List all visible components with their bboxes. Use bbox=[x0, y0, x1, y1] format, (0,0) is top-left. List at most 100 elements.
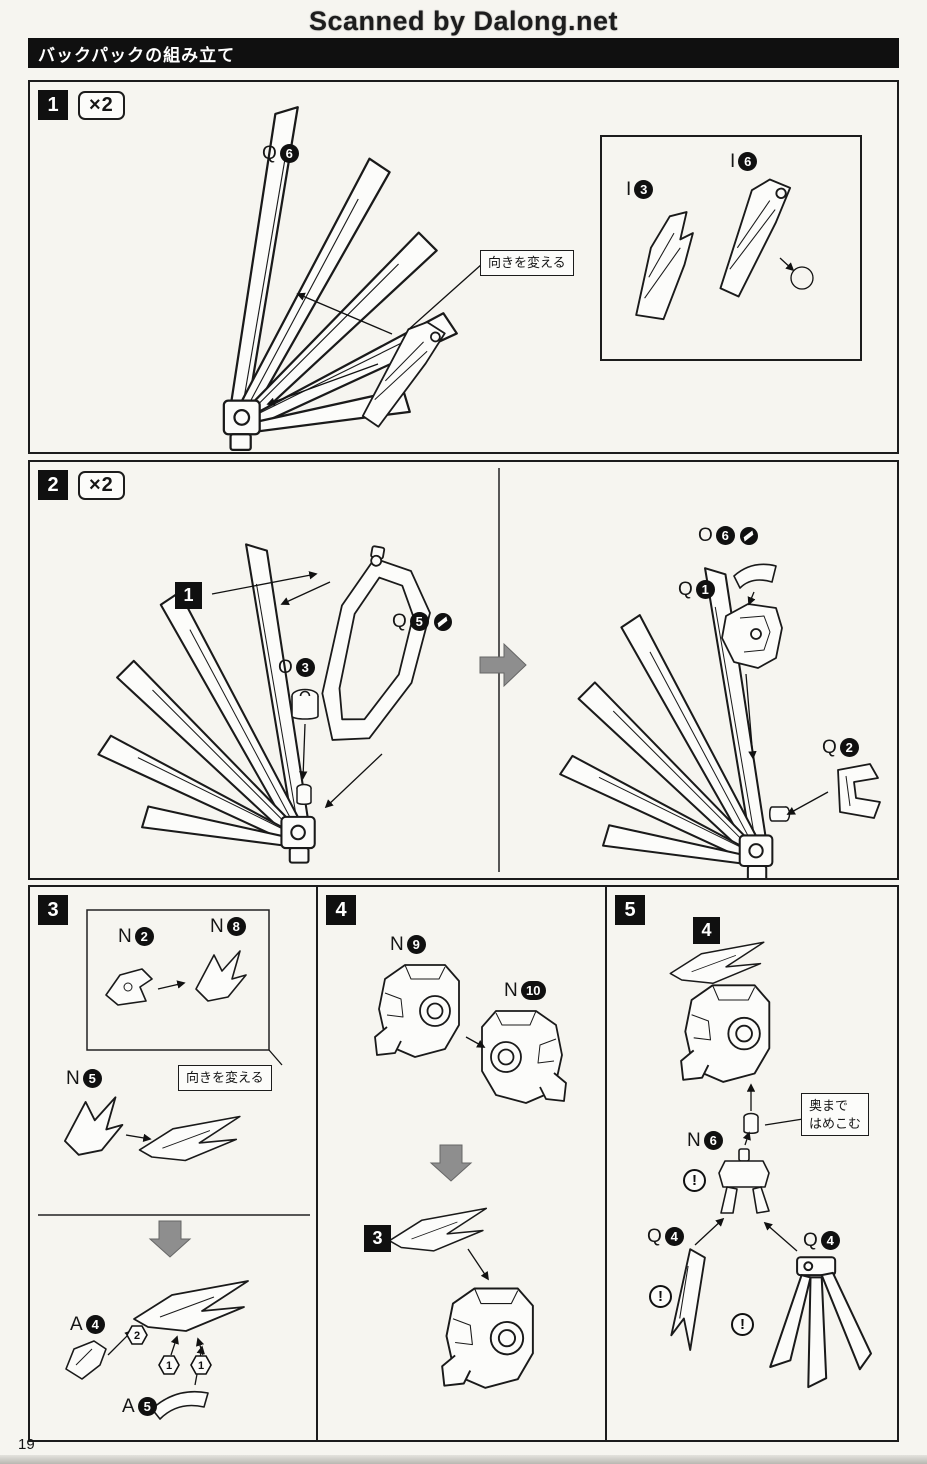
part-number: 5 bbox=[82, 1069, 102, 1088]
part-letter: Q bbox=[262, 143, 277, 164]
step-ref-badge-1: 1 bbox=[175, 582, 202, 609]
hub-peg-right-drawing bbox=[769, 806, 791, 822]
progress-arrow bbox=[429, 1144, 473, 1182]
subassembly-frame bbox=[86, 909, 270, 1051]
order-hexagon-1b: 1 bbox=[190, 1355, 212, 1375]
progress-arrow bbox=[479, 642, 527, 688]
step1-callout: 向きを変える bbox=[480, 250, 574, 276]
inset-part-i6-drawing bbox=[718, 174, 792, 302]
part-n10-drawing bbox=[481, 1010, 567, 1104]
svg-text:1: 1 bbox=[198, 1360, 204, 1372]
page-number: 19 bbox=[18, 1436, 35, 1453]
part-number: 5 bbox=[137, 1397, 157, 1416]
wing-left-drawing bbox=[97, 543, 316, 864]
assembly-arrows bbox=[211, 571, 829, 815]
assembly-arrows bbox=[694, 1083, 804, 1252]
section-title-bar: バックパックの組み立て bbox=[28, 38, 899, 68]
part-letter: N bbox=[210, 916, 224, 937]
step3-badge: 3 bbox=[38, 895, 68, 925]
part-letter: Q bbox=[822, 737, 837, 758]
part-q4-left-drawing bbox=[670, 1248, 706, 1351]
scan-edge bbox=[0, 1455, 927, 1464]
part-letter: N bbox=[687, 1130, 701, 1151]
assembly-arrows bbox=[107, 980, 283, 1386]
part-n8-drawing bbox=[195, 950, 247, 1002]
part-letter: N bbox=[66, 1068, 80, 1089]
step5-callout: 奥まで はめこむ bbox=[801, 1093, 870, 1137]
part-number: 10 bbox=[520, 981, 546, 1000]
part-number: 3 bbox=[295, 658, 315, 677]
part-letter: N bbox=[504, 980, 518, 1001]
crest-subassembly-drawing bbox=[138, 1115, 241, 1162]
step1-illustration bbox=[222, 106, 814, 452]
connector-o3-drawing bbox=[291, 688, 319, 720]
part-letter: I bbox=[730, 151, 736, 172]
part-letter: A bbox=[122, 1396, 135, 1417]
part-number: 6 bbox=[703, 1131, 723, 1150]
step5-badge: 5 bbox=[615, 895, 645, 925]
assembly-arrows bbox=[465, 1036, 489, 1281]
callout-line-1: 奥まで bbox=[809, 1098, 849, 1113]
callout-line-2: はめこむ bbox=[809, 1115, 862, 1131]
part-q4-right-drawing bbox=[769, 1256, 873, 1389]
part-n2-drawing bbox=[105, 968, 153, 1006]
part-letter: Q bbox=[392, 611, 407, 632]
part-number: 4 bbox=[85, 1315, 105, 1334]
order-hexagon-1a: 1 bbox=[158, 1355, 180, 1375]
step4-illustration bbox=[374, 964, 567, 1389]
section-title: バックパックの組み立て bbox=[38, 45, 236, 65]
part-letter: O bbox=[278, 657, 293, 678]
part-number: 6 bbox=[279, 144, 299, 163]
gate-mark-icon bbox=[433, 612, 452, 631]
scan-watermark: Scanned by Dalong.net bbox=[308, 6, 619, 36]
crest-assembly-drawing bbox=[133, 1280, 249, 1332]
gate-mark-icon bbox=[739, 526, 758, 545]
part-a5-drawing bbox=[151, 1390, 209, 1420]
frame-q5-drawing bbox=[313, 540, 441, 754]
part-letter: Q bbox=[647, 1226, 662, 1247]
part-letter: Q bbox=[803, 1230, 818, 1251]
part-letter: O bbox=[698, 525, 713, 546]
step2-illustration bbox=[97, 468, 881, 878]
part-n9-drawing bbox=[374, 964, 460, 1058]
part-letter: A bbox=[70, 1314, 83, 1335]
step-ref-badge-3: 3 bbox=[364, 1225, 391, 1252]
part-a4-drawing bbox=[65, 1340, 107, 1380]
part-letter: Q bbox=[678, 579, 693, 600]
part-number: 4 bbox=[820, 1231, 840, 1250]
step2-badge: 2 bbox=[38, 470, 68, 500]
assembly-arrows bbox=[266, 257, 814, 406]
progress-arrow bbox=[148, 1220, 192, 1258]
wing-panel-drawing bbox=[360, 311, 448, 439]
crest-ref-drawing bbox=[388, 1207, 488, 1252]
result-block-drawing bbox=[441, 1287, 534, 1389]
warning-icon: ! bbox=[683, 1169, 706, 1192]
part-number: 4 bbox=[664, 1227, 684, 1246]
joint-peg-drawing bbox=[743, 1112, 759, 1134]
part-number: 2 bbox=[134, 927, 154, 946]
backpack-wing-drawing bbox=[222, 106, 458, 452]
part-n6-drawing bbox=[718, 1148, 770, 1214]
hub-peg-drawing bbox=[296, 783, 312, 805]
part-number: 5 bbox=[409, 612, 429, 631]
step4-badge: 4 bbox=[326, 895, 356, 925]
part-letter: N bbox=[118, 926, 132, 947]
step3-illustration bbox=[38, 909, 310, 1420]
inset-part-i3-drawing bbox=[635, 211, 694, 321]
cover-o6-drawing bbox=[733, 563, 777, 589]
assembly-crest-drawing bbox=[669, 941, 765, 985]
